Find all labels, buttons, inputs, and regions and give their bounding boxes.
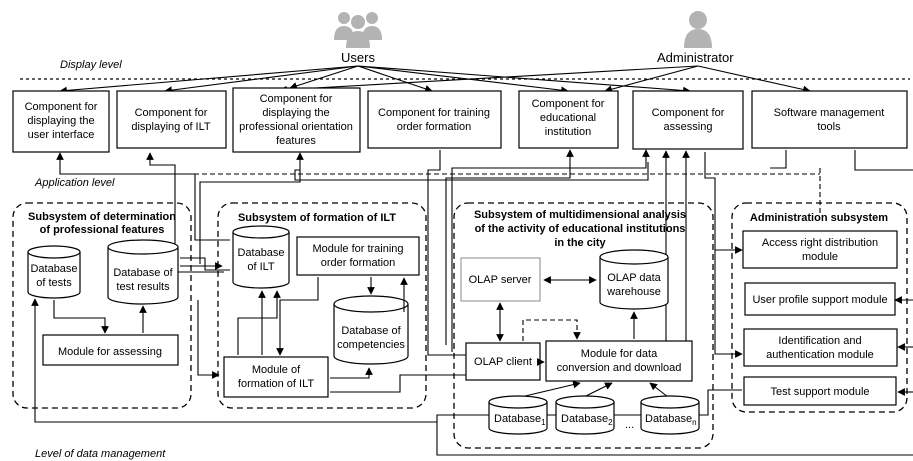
component-software-management: Software management tools	[751, 90, 908, 149]
module-for-assessing: Module for assessing	[42, 334, 179, 366]
svg-text:Subsystem of multidimensional: Subsystem of multidimensional analysis	[474, 209, 686, 221]
module-identification-authentication: Identification and authentication module	[743, 328, 898, 367]
administrator-label: Administrator	[657, 50, 734, 65]
database-2: Database2	[555, 395, 615, 435]
display-level-label: Display level	[60, 59, 122, 71]
component-educational-institution: Component for educational institution	[518, 90, 619, 149]
module-user-profile-support: User profile support module	[744, 282, 896, 316]
component-assessing: Component for assessing	[632, 90, 744, 150]
ilt-internal-links	[237, 277, 466, 393]
person-icon	[684, 11, 712, 48]
svg-text:Component for training: Component for training	[378, 107, 490, 119]
module-for-training-order: Module for training order formation	[296, 236, 420, 276]
database-of-ilt: Database of ILT	[232, 225, 290, 289]
professional-internal-links	[53, 257, 230, 379]
svg-text:in the city: in the city	[554, 237, 606, 249]
administrator-connections	[279, 65, 811, 94]
svg-text:order formation: order formation	[397, 121, 472, 133]
svg-text:Module for training: Module for training	[312, 243, 403, 255]
svg-text:Subsystem of formation of ILT: Subsystem of formation of ILT	[238, 212, 396, 224]
svg-text:OLAP server: OLAP server	[469, 274, 532, 286]
users-group-icon	[334, 12, 382, 48]
svg-text:displaying the: displaying the	[27, 115, 94, 127]
svg-text:educational: educational	[540, 112, 596, 124]
svg-text:Subsystem of determination: Subsystem of determination	[28, 211, 176, 223]
svg-text:Module for assessing: Module for assessing	[58, 346, 162, 358]
module-access-right-distribution: Access right distribution module	[742, 230, 898, 269]
database-of-tests: Database of tests	[27, 245, 81, 299]
svg-text:Component for: Component for	[652, 107, 725, 119]
subsystem-administration: Administration subsystem	[731, 202, 908, 413]
database-of-competencies: Database of competencies	[333, 295, 409, 365]
database-1: Database1	[488, 395, 548, 435]
svg-text:Test support module: Test support module	[770, 386, 869, 398]
svg-text:Database of: Database of	[341, 325, 401, 337]
svg-text:Administration subsystem: Administration subsystem	[750, 212, 888, 224]
subsystem-formation-ilt: Subsystem of formation of ILT	[217, 202, 427, 409]
svg-text:test results: test results	[116, 281, 170, 293]
subsystem-olap: Subsystem of multidimensional analysis o…	[453, 202, 714, 449]
module-data-conversion: Module for data conversion and download	[545, 340, 693, 382]
svg-text:Component for: Component for	[532, 98, 605, 110]
svg-text:of the activity of educational: of the activity of educational instituti…	[475, 223, 686, 235]
olap-server: OLAP server	[460, 257, 541, 302]
olap-data-warehouse: OLAP data warehouse	[599, 249, 669, 310]
svg-text:authentication module: authentication module	[766, 349, 874, 361]
application-level-label: Application level	[34, 177, 115, 189]
databases-ellipsis: ...	[625, 419, 634, 431]
svg-text:Software management: Software management	[774, 107, 885, 119]
svg-text:Component for: Component for	[135, 107, 208, 119]
module-test-support: Test support module	[743, 376, 897, 406]
svg-text:Database: Database	[30, 263, 77, 275]
module-of-formation-ilt: Module of formation of ILT	[223, 356, 329, 398]
svg-text:displaying the: displaying the	[262, 107, 329, 119]
svg-text:tools: tools	[817, 121, 841, 133]
svg-text:Database2: Database2	[561, 413, 613, 427]
svg-text:Module of: Module of	[252, 364, 301, 376]
svg-text:Database1: Database1	[494, 413, 546, 427]
svg-text:displaying of ILT: displaying of ILT	[131, 121, 211, 133]
svg-text:OLAP data: OLAP data	[607, 272, 661, 284]
svg-text:assessing: assessing	[664, 121, 713, 133]
svg-text:Database: Database	[237, 247, 284, 259]
svg-text:Component for: Component for	[260, 93, 333, 105]
svg-text:features: features	[276, 135, 316, 147]
svg-text:Databasen: Databasen	[645, 413, 697, 427]
svg-text:warehouse: warehouse	[606, 286, 661, 298]
svg-text:User profile support module: User profile support module	[752, 294, 887, 306]
component-user-interface: Component for displaying the user interf…	[12, 90, 110, 153]
svg-text:module: module	[802, 251, 838, 263]
svg-text:Identification and: Identification and	[778, 335, 861, 347]
svg-text:Module for data: Module for data	[581, 348, 658, 360]
svg-text:order formation: order formation	[321, 257, 396, 269]
olap-client: OLAP client	[465, 342, 541, 381]
svg-text:of professional features: of professional features	[40, 224, 165, 236]
database-n: Databasen	[640, 395, 700, 435]
subsystem-professional-features: Subsystem of determination of profession…	[12, 202, 192, 409]
olap-internal-links	[496, 276, 669, 398]
component-displaying-ilt: Component for displaying of ILT	[116, 90, 227, 149]
svg-text:professional orientation: professional orientation	[239, 121, 353, 133]
svg-text:institution: institution	[545, 126, 591, 138]
svg-text:user interface: user interface	[28, 129, 95, 141]
component-training-order: Component for training order formation	[367, 90, 502, 149]
svg-text:OLAP client: OLAP client	[474, 356, 532, 368]
svg-text:formation of ILT: formation of ILT	[238, 378, 314, 390]
svg-text:Access right distribution: Access right distribution	[762, 237, 878, 249]
data-level-label: Level of data management	[35, 448, 166, 460]
component-professional-orientation: Component for displaying the professiona…	[232, 87, 361, 153]
users-connections	[59, 65, 691, 95]
svg-text:Component for: Component for	[25, 101, 98, 113]
database-of-test-results: Database of test results	[107, 239, 179, 305]
svg-text:Database of: Database of	[113, 267, 173, 279]
svg-text:of ILT: of ILT	[247, 261, 275, 273]
users-label: Users	[341, 50, 375, 65]
svg-text:competencies: competencies	[337, 339, 405, 351]
svg-text:of tests: of tests	[36, 277, 72, 289]
svg-text:conversion and download: conversion and download	[557, 362, 682, 374]
